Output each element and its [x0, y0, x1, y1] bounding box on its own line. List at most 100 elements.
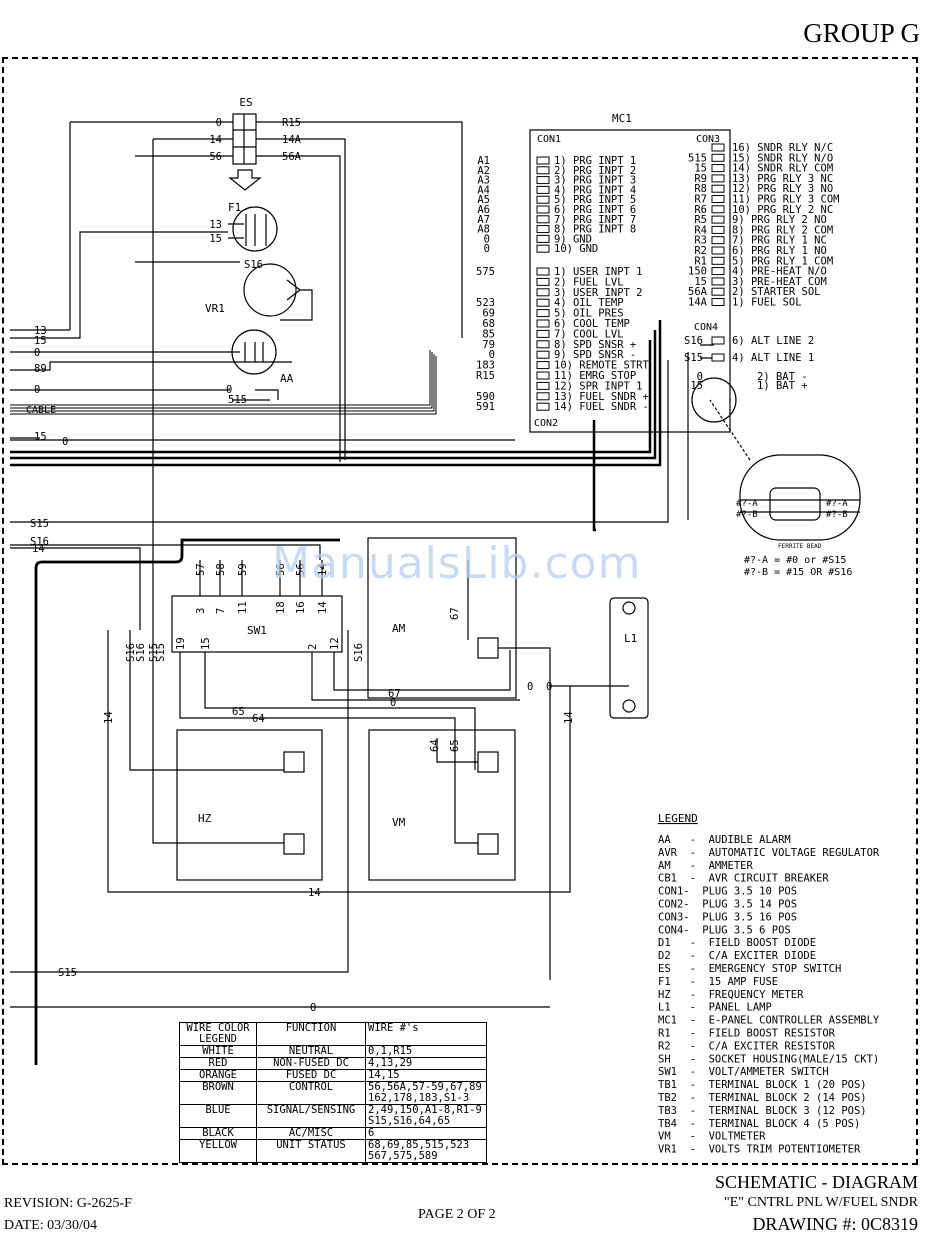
- date-text: DATE: 03/30/04: [4, 1218, 97, 1233]
- left-edge-wire: S15: [30, 518, 49, 530]
- ferrite-note: #?-A = #0 or #S15: [744, 555, 846, 566]
- function-cell: AC/MISC: [256, 1127, 366, 1140]
- left-edge-wire: 14: [32, 543, 45, 555]
- ferrite-label: FERRITE BEAD: [778, 543, 822, 550]
- con2-pin-label: 12) SPR INPT 1: [554, 380, 643, 392]
- con2-pin: [536, 350, 550, 359]
- con3-wire: 14A: [688, 297, 708, 309]
- sw1-pin: 7: [215, 608, 227, 614]
- aa-wire: 515: [228, 394, 247, 406]
- con3-pin: [711, 267, 725, 276]
- con2-pin-label: 4) OIL TEMP: [554, 297, 624, 309]
- con1-pin-label: 5) PRG INPT 5: [554, 194, 636, 206]
- con2-wire: 591: [476, 401, 495, 413]
- legend-item: ES - EMERGENCY STOP SWITCH: [658, 963, 841, 975]
- con1-pin: [536, 195, 550, 204]
- con1-wire: A1: [477, 155, 490, 167]
- ferrite-wire: #?-A: [826, 499, 848, 509]
- con3-wire: R2: [694, 245, 707, 257]
- legend-item: D2 - C/A EXCITER DIODE: [658, 950, 816, 962]
- con3-pin-label: 16) SNDR RLY N/C: [732, 142, 833, 154]
- f1-label: F1: [228, 201, 241, 214]
- con1-pin-label: 10) GND: [554, 243, 598, 255]
- con4-wire: 15: [690, 380, 703, 392]
- meter-wire: 64: [252, 713, 265, 725]
- wire-color-cell: RED: [179, 1057, 257, 1070]
- con3-pin-label: 2) STARTER SOL: [732, 286, 821, 298]
- sw1-top-wire: 58: [215, 563, 227, 576]
- con2-wire: 68: [482, 318, 495, 330]
- con3-pin-label: 12) PRG RLY 3 NO: [732, 183, 833, 195]
- am-label: AM: [392, 622, 406, 635]
- con1-pin: [536, 205, 550, 214]
- con4-pin: [711, 336, 725, 345]
- sw1-pin: 2: [307, 644, 319, 650]
- con3-wire: 15: [694, 276, 707, 288]
- legend-item: TB3 - TERMINAL BLOCK 3 (12 POS): [658, 1105, 867, 1117]
- con2-wire: 85: [482, 328, 495, 340]
- con2-wire: 69: [482, 308, 495, 320]
- con2-pin-label: 9) SPD SNSR -: [554, 349, 636, 361]
- con4-pin-label: 6) ALT LINE 2: [732, 335, 814, 347]
- group-label: GROUP G: [803, 18, 920, 48]
- function-cell: SIGNAL/SENSING: [256, 1104, 366, 1128]
- sw1-side-wire: S16: [353, 643, 365, 662]
- sw1-top-wire: 14: [317, 563, 329, 576]
- con1-pin: [536, 156, 550, 165]
- left-edge-wire: 15: [34, 431, 47, 443]
- meter-wire: 14: [563, 711, 575, 724]
- aa-wire: 0: [226, 384, 232, 396]
- con1-wire: A8: [477, 224, 490, 236]
- legend-item: MC1 - E-PANEL CONTROLLER ASSEMBLY: [658, 1015, 880, 1027]
- left-edge-wire: 15: [34, 335, 47, 347]
- drawing-title: SCHEMATIC - DIAGRAM: [714, 1172, 918, 1192]
- legend-item: VR1 - VOLTS TRIM POTENTIOMETER: [658, 1144, 861, 1156]
- con3-pin: [711, 298, 725, 306]
- meter-wire: 64: [429, 739, 441, 752]
- l1-label: L1: [624, 632, 637, 645]
- f1-wire: 13: [209, 219, 222, 231]
- con1-pin: [536, 234, 550, 243]
- con3-pin-label: 1) FUEL SOL: [732, 297, 802, 309]
- legend-item: AM - AMMETER: [658, 860, 754, 872]
- con3-pin: [711, 205, 725, 214]
- con1-wire: A5: [477, 194, 490, 206]
- es-label: ES: [239, 96, 252, 109]
- con1-pin-label: 6) PRG INPT 6: [554, 204, 636, 216]
- con4-wire: S16: [684, 335, 703, 347]
- con2-pin: [536, 319, 550, 328]
- con4-pin-label: 4) ALT LINE 1: [732, 352, 814, 364]
- ferrite-wire: #?-B: [826, 510, 848, 520]
- con3-pin: [711, 184, 725, 193]
- con1-pin-label: 9) GND: [554, 233, 592, 245]
- con3-pin-label: 4) PRE-HEAT N/O: [732, 266, 827, 278]
- con3-wire: R6: [694, 204, 707, 216]
- con3-wire: R9: [694, 173, 707, 185]
- con3-wire: 515: [688, 152, 707, 164]
- left-edge-wire: S16: [30, 536, 49, 548]
- es-wire-right: R15: [282, 117, 301, 129]
- function-cell: NON-FUSED DC: [256, 1057, 366, 1070]
- con2-pin: [536, 371, 550, 380]
- es-wire-right: 56A: [282, 151, 302, 163]
- con2-pin: [536, 340, 550, 349]
- f1-wire: 15: [209, 233, 222, 245]
- legend-item: D1 - FIELD BOOST DIODE: [658, 937, 816, 949]
- con1-pin: [536, 176, 550, 185]
- con3-pin-label: 13) PRG RLY 3 NC: [732, 173, 833, 185]
- es-wire-left: 14: [209, 134, 222, 146]
- con2-pin: [536, 267, 550, 276]
- con3-pin: [711, 246, 725, 255]
- ferrite-note: #?-B = #15 OR #S16: [744, 567, 852, 578]
- meter-wire: 0: [527, 681, 533, 693]
- sw1-top-wire: 56: [295, 563, 307, 576]
- legend-item: CON2- PLUG 3.5 14 POS: [658, 899, 797, 911]
- meter-wire: 0: [310, 1002, 316, 1014]
- con3-wire: 150: [688, 266, 707, 278]
- con3-pin-label: 7) PRG RLY 1 NC: [732, 235, 827, 247]
